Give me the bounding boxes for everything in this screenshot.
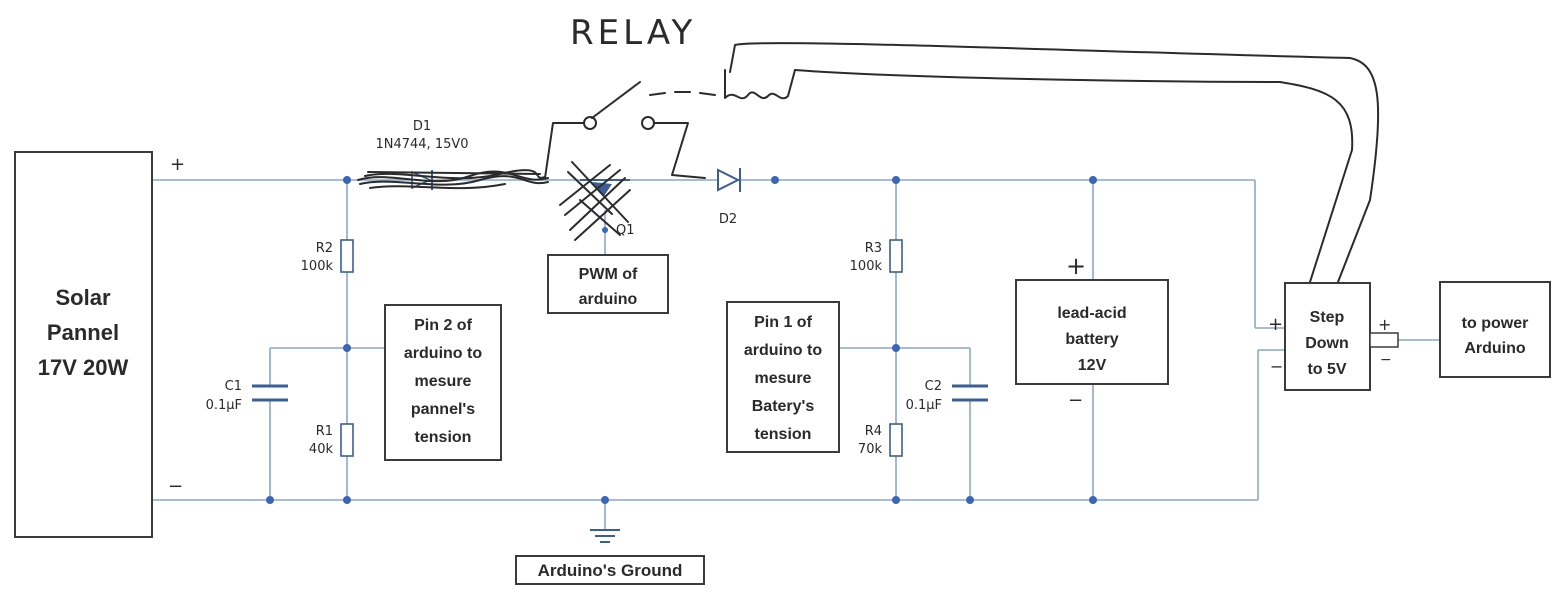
lead-acid-battery: lead-acid battery 12V + − <box>1015 252 1169 411</box>
stepdown-in-plus: + <box>1268 314 1283 335</box>
svg-text:1N4744, 15V0: 1N4744, 15V0 <box>375 137 468 152</box>
battery-minus-sign: − <box>1068 390 1083 411</box>
svg-text:to 5V: to 5V <box>1307 361 1346 378</box>
svg-text:Arduino's Ground: Arduino's Ground <box>538 561 683 580</box>
svg-text:tension: tension <box>415 429 472 446</box>
resistor-r2: R2 100k <box>301 239 354 274</box>
svg-text:Step: Step <box>1310 309 1345 326</box>
svg-text:R1: R1 <box>316 424 333 439</box>
svg-text:mesure: mesure <box>755 370 812 387</box>
svg-text:Solar: Solar <box>55 285 110 310</box>
svg-text:Pin 2 of: Pin 2 of <box>414 317 472 334</box>
svg-text:battery: battery <box>1065 331 1118 348</box>
relay-label: RELAY <box>570 13 696 53</box>
diode-d2: D2 <box>717 168 741 227</box>
q1-scribble <box>559 161 631 241</box>
stepdown-out-minus: − <box>1380 352 1392 368</box>
stepdown-out-plus: + <box>1378 315 1391 334</box>
capacitor-c1: C1 0.1µF <box>206 379 288 413</box>
svg-text:arduino: arduino <box>579 291 638 308</box>
relay-sketch: RELAY <box>544 13 1380 283</box>
ground-symbol <box>590 529 620 543</box>
svg-text:100k: 100k <box>301 259 334 274</box>
svg-text:17V 20W: 17V 20W <box>38 355 129 380</box>
svg-text:lead-acid: lead-acid <box>1057 305 1126 322</box>
arduino-power-box: to power Arduino <box>1439 281 1551 378</box>
svg-text:Pannel: Pannel <box>47 320 119 345</box>
svg-text:Down: Down <box>1305 335 1349 352</box>
svg-text:to power: to power <box>1462 315 1529 332</box>
svg-text:0.1µF: 0.1µF <box>206 398 242 413</box>
capacitor-c2: C2 0.1µF <box>906 379 988 413</box>
svg-text:D1: D1 <box>413 119 431 134</box>
battery-plus-sign: + <box>1066 252 1086 280</box>
pin1-arduino-box: Pin 1 of arduino to mesure Batery's tens… <box>726 301 840 453</box>
svg-text:Arduino: Arduino <box>1464 340 1526 357</box>
svg-text:C2: C2 <box>925 379 942 394</box>
resistor-r3: R3 100k <box>850 239 903 274</box>
svg-text:PWM of: PWM of <box>579 266 638 283</box>
svg-text:40k: 40k <box>309 442 334 457</box>
stepdown-in-minus: − <box>1270 357 1283 376</box>
pwm-arduino-box: PWM of arduino <box>547 254 669 314</box>
resistor-r1: R1 40k <box>309 423 354 457</box>
panel-minus-sign: − <box>168 476 183 497</box>
resistor-r4: R4 70k <box>858 423 903 457</box>
svg-text:Batery's: Batery's <box>752 398 815 415</box>
svg-text:pannel's: pannel's <box>411 401 475 418</box>
svg-text:0.1µF: 0.1µF <box>906 398 942 413</box>
svg-text:R3: R3 <box>865 241 882 256</box>
svg-text:tension: tension <box>755 426 812 443</box>
svg-text:100k: 100k <box>850 259 883 274</box>
svg-text:R4: R4 <box>865 424 882 439</box>
svg-text:D2: D2 <box>719 212 737 227</box>
svg-text:arduino to: arduino to <box>404 345 482 362</box>
junction-nodes <box>266 176 1097 504</box>
d1-scribble <box>357 169 549 190</box>
solar-panel: Solar Pannel 17V 20W + − <box>14 151 185 538</box>
panel-plus-sign: + <box>170 154 185 175</box>
svg-text:arduino to: arduino to <box>744 342 822 359</box>
svg-text:C1: C1 <box>225 379 242 394</box>
arduino-ground-box: Arduino's Ground <box>515 555 705 585</box>
svg-text:mesure: mesure <box>415 373 472 390</box>
svg-text:Pin 1 of: Pin 1 of <box>754 314 812 331</box>
pin2-arduino-box: Pin 2 of arduino to mesure pannel's tens… <box>384 304 502 461</box>
step-down-converter: Step Down to 5V + − + − <box>1268 282 1399 391</box>
svg-text:R2: R2 <box>316 241 333 256</box>
svg-text:70k: 70k <box>858 442 883 457</box>
svg-text:Q1: Q1 <box>616 223 635 238</box>
svg-text:12V: 12V <box>1078 357 1107 374</box>
